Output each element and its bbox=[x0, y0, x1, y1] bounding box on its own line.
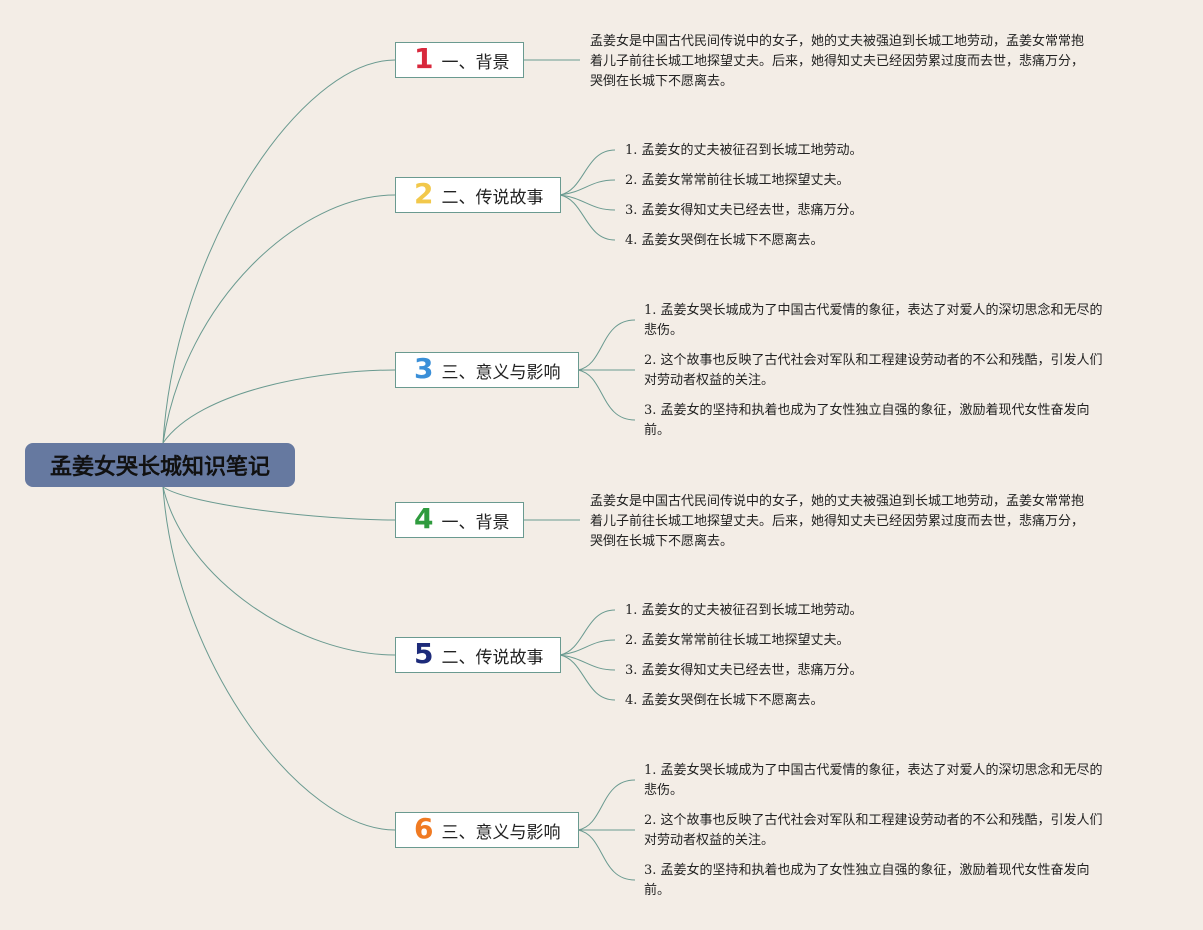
list-item: 2. 孟姜女常常前往长城工地探望丈夫。 bbox=[625, 633, 850, 648]
link-b5-i3 bbox=[559, 654, 616, 671]
link-root-b4 bbox=[162, 486, 396, 521]
number-1-icon: 1 bbox=[414, 42, 434, 75]
branch-label: 三、意义与影响 bbox=[441, 822, 561, 843]
branch-node-5[interactable]: 5 二、传说故事 bbox=[395, 637, 561, 673]
branch-label: 一、背景 bbox=[441, 52, 510, 73]
link-b5-i1 bbox=[559, 609, 616, 656]
link-root-b5 bbox=[162, 486, 396, 656]
number-4-icon: 4 bbox=[414, 502, 434, 535]
link-b3-i1 bbox=[577, 319, 636, 371]
list-item: 3. 孟姜女的坚持和执着也成为了女性独立自强的象征，激励着现代女性奋发向前。 bbox=[644, 863, 1090, 898]
branch-label: 一、背景 bbox=[441, 512, 510, 533]
list-item: 3. 孟姜女得知丈夫已经去世，悲痛万分。 bbox=[625, 663, 863, 678]
branch-node-6[interactable]: 6 三、意义与影响 bbox=[395, 812, 579, 848]
branch-node-4[interactable]: 4 一、背景 bbox=[395, 502, 524, 538]
link-b5-i2 bbox=[559, 639, 616, 656]
branch-label: 二、传说故事 bbox=[441, 647, 544, 668]
link-root-b1 bbox=[162, 59, 396, 444]
list-item: 1. 孟姜女哭长城成为了中国古代爱情的象征，表达了对爱人的深切思念和无尽的悲伤。 bbox=[644, 303, 1103, 338]
background-paragraph: 孟姜女是中国古代民间传说中的女子，她的丈夫被强迫到长城工地劳动，孟姜女常常抱着儿… bbox=[590, 494, 1085, 549]
background-paragraph: 孟姜女是中国古代民间传说中的女子，她的丈夫被强迫到长城工地劳动，孟姜女常常抱着儿… bbox=[590, 34, 1085, 89]
list-item: 4. 孟姜女哭倒在长城下不愿离去。 bbox=[625, 233, 824, 248]
list-item: 1. 孟姜女的丈夫被征召到长城工地劳动。 bbox=[625, 603, 863, 618]
number-2-icon: 2 bbox=[414, 177, 434, 210]
number-6-icon: 6 bbox=[414, 812, 434, 845]
link-b3-i3 bbox=[577, 369, 636, 421]
list-item: 2. 这个故事也反映了古代社会对军队和工程建设劳动者的不公和残酷，引发人们对劳动… bbox=[644, 813, 1103, 848]
link-root-b3 bbox=[162, 369, 396, 444]
branch-node-1[interactable]: 1 一、背景 bbox=[395, 42, 524, 78]
link-root-b2 bbox=[162, 194, 396, 444]
list-item: 3. 孟姜女的坚持和执着也成为了女性独立自强的象征，激励着现代女性奋发向前。 bbox=[644, 403, 1090, 438]
list-item: 2. 孟姜女常常前往长城工地探望丈夫。 bbox=[625, 173, 850, 188]
list-item: 4. 孟姜女哭倒在长城下不愿离去。 bbox=[625, 693, 824, 708]
link-b6-i1 bbox=[577, 779, 636, 831]
link-b2-i3 bbox=[559, 194, 616, 211]
list-item: 1. 孟姜女的丈夫被征召到长城工地劳动。 bbox=[625, 143, 863, 158]
link-b5-i4 bbox=[559, 654, 616, 701]
list-item: 2. 这个故事也反映了古代社会对军队和工程建设劳动者的不公和残酷，引发人们对劳动… bbox=[644, 353, 1103, 388]
branch-node-2[interactable]: 2 二、传说故事 bbox=[395, 177, 561, 213]
list-item: 3. 孟姜女得知丈夫已经去世，悲痛万分。 bbox=[625, 203, 863, 218]
link-b2-i1 bbox=[559, 149, 616, 196]
link-b6-i3 bbox=[577, 829, 636, 881]
list-item: 1. 孟姜女哭长城成为了中国古代爱情的象征，表达了对爱人的深切思念和无尽的悲伤。 bbox=[644, 763, 1103, 798]
link-b2-i2 bbox=[559, 179, 616, 196]
number-5-icon: 5 bbox=[414, 637, 434, 670]
root-node[interactable]: 孟姜女哭长城知识笔记 bbox=[25, 443, 295, 487]
branch-node-3[interactable]: 3 三、意义与影响 bbox=[395, 352, 579, 388]
branch-label: 三、意义与影响 bbox=[441, 362, 561, 383]
link-b2-i4 bbox=[559, 194, 616, 241]
branch-label: 二、传说故事 bbox=[441, 187, 544, 208]
number-3-icon: 3 bbox=[414, 352, 434, 385]
link-root-b6 bbox=[162, 486, 396, 831]
